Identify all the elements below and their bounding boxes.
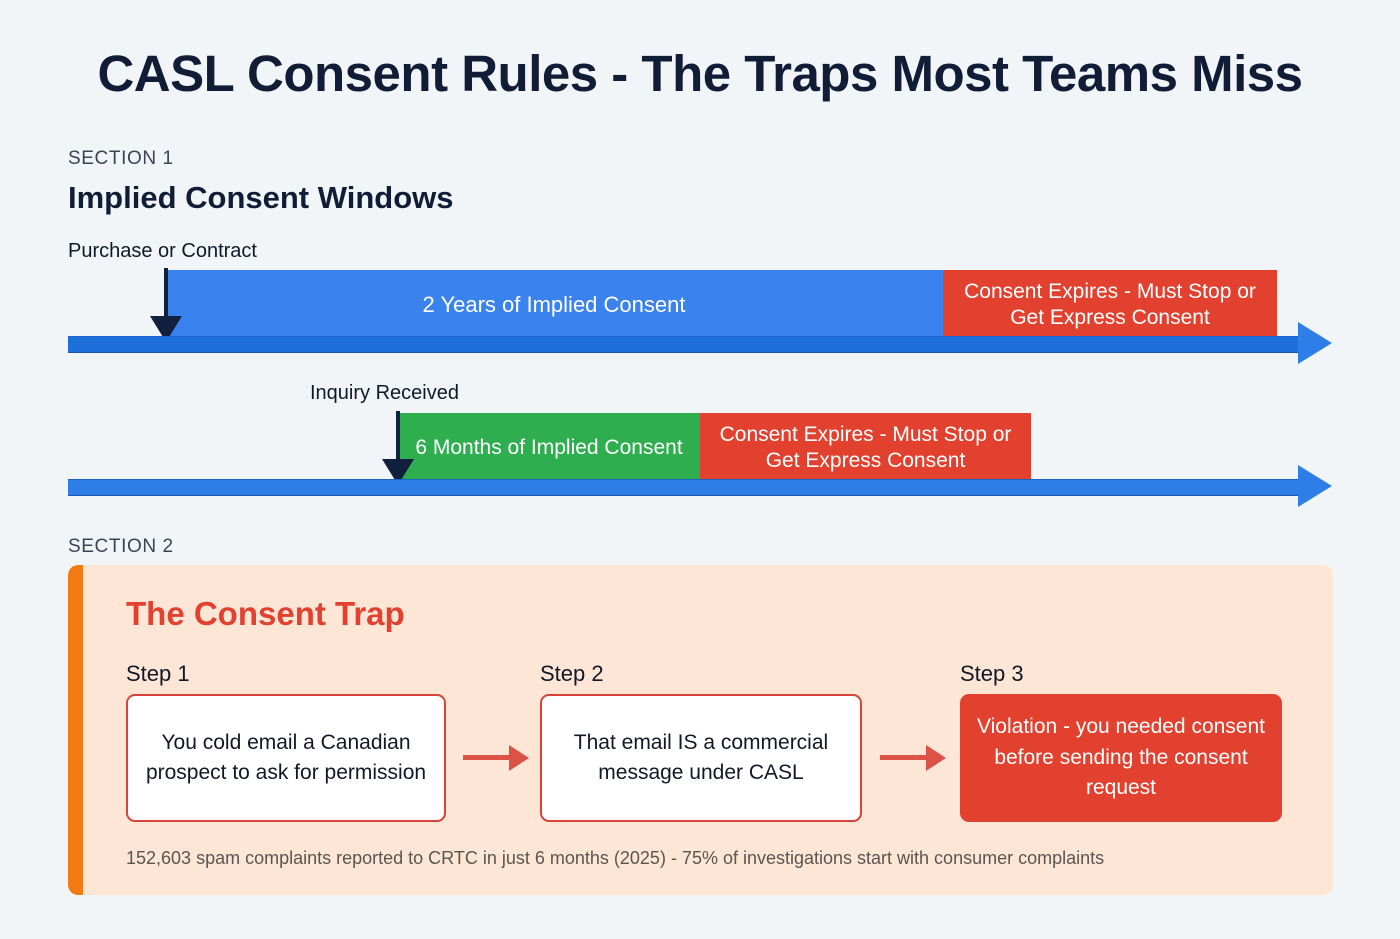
page-title: CASL Consent Rules - The Traps Most Team… xyxy=(97,45,1303,102)
timeline-1-marker-label: Purchase or Contract xyxy=(68,240,257,262)
timeline-2-marker-stem xyxy=(396,411,400,463)
step-2-to-3-arrow-icon xyxy=(926,745,946,771)
step-1-to-2-arrow-line xyxy=(463,755,509,760)
timeline-1-marker-stem xyxy=(164,268,168,320)
step-3-label: Step 3 xyxy=(960,661,1024,686)
step-2-box: That email IS a commercial message under… xyxy=(540,694,862,822)
timeline-2-marker-label: Inquiry Received xyxy=(310,382,459,404)
timeline-2-segment-expired: Consent Expires - Must Stop or Get Expre… xyxy=(700,413,1031,483)
step-1-label: Step 1 xyxy=(126,661,190,686)
timeline-2-axis-arrow-icon xyxy=(1298,465,1332,507)
panel-footnote: 152,603 spam complaints reported to CRTC… xyxy=(126,848,1105,868)
timeline-1-axis xyxy=(68,336,1300,353)
timeline-1-segment-implied: 2 Years of Implied Consent xyxy=(165,270,943,340)
step-2-to-3-arrow-line xyxy=(880,755,926,760)
step-1-box: You cold email a Canadian prospect to as… xyxy=(126,694,446,822)
timeline-1-segment-expired: Consent Expires - Must Stop or Get Expre… xyxy=(943,270,1277,340)
consent-trap-title: The Consent Trap xyxy=(126,595,405,632)
timeline-2-segment-implied: 6 Months of Implied Consent xyxy=(398,413,700,483)
panel-accent-bar xyxy=(68,565,83,895)
step-1-to-2-arrow-icon xyxy=(509,745,529,771)
section-2-kicker: SECTION 2 xyxy=(68,536,174,557)
step-2-label: Step 2 xyxy=(540,661,604,686)
timeline-1-axis-arrow-icon xyxy=(1298,322,1332,364)
step-3-box: Violation - you needed consent before se… xyxy=(960,694,1282,822)
section-1-heading: Implied Consent Windows xyxy=(68,180,454,215)
timeline-2-axis xyxy=(68,479,1300,496)
section-1-kicker: SECTION 1 xyxy=(68,148,174,169)
